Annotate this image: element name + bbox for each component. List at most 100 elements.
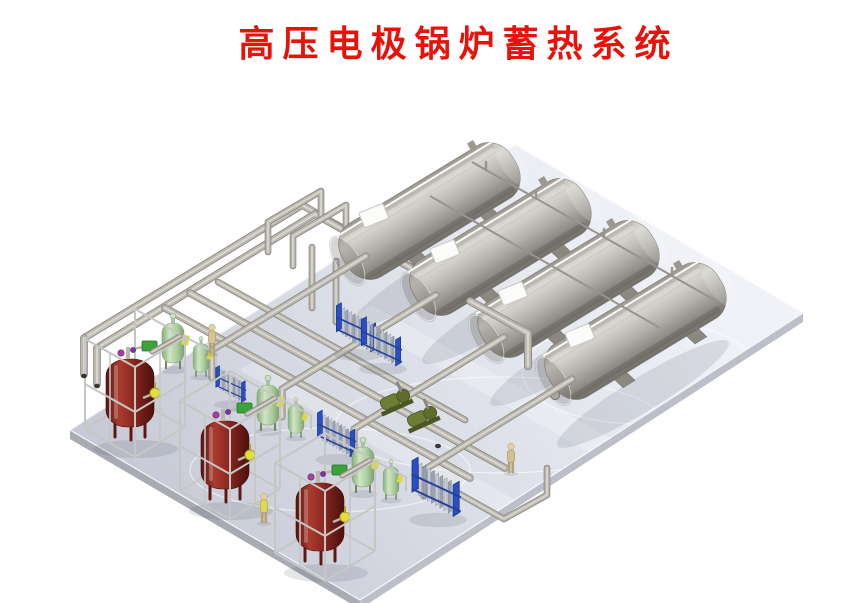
- hx-tie-bar: [316, 434, 357, 454]
- hx-plate: [448, 479, 452, 514]
- tank-manhole: [564, 323, 595, 348]
- hx-plate: [435, 472, 439, 507]
- tank-head-light: [564, 172, 601, 222]
- worker-figure-2: [504, 442, 518, 476]
- rack-pipe-2: [93, 210, 456, 352]
- thin-pipe: [471, 161, 719, 303]
- valve-tag: [301, 412, 309, 421]
- boiler-body: [295, 482, 345, 552]
- top-valve-magenta: [307, 473, 315, 481]
- cage-mid-rail: [274, 505, 376, 537]
- tank-shadow: [557, 340, 729, 448]
- electrode-boiler-2: [200, 402, 256, 504]
- tank-manhole: [497, 281, 528, 306]
- worker-head: [507, 442, 515, 451]
- vessel-body: [382, 466, 400, 496]
- hx-plate: [439, 474, 444, 509]
- hx-plate: [384, 331, 388, 360]
- bay-link-pipe-3: [339, 457, 373, 479]
- bay-link-pipe-1: [149, 333, 183, 355]
- hx-plate: [355, 315, 359, 344]
- hx-plate: [380, 329, 384, 358]
- tank-head-shade: [534, 355, 572, 407]
- tank-head-weld: [468, 314, 505, 364]
- top-valve-magenta: [212, 411, 220, 419]
- tank-head-weld: [329, 236, 366, 286]
- circulation-pump-2: [406, 398, 441, 434]
- hx-frame-plate: [411, 456, 419, 493]
- tank-underside-shade: [435, 222, 586, 316]
- electrode-boiler-bay-1: [84, 308, 217, 458]
- tank-top-nozzle: [538, 176, 549, 188]
- boiler-body: [200, 420, 250, 490]
- vessel-cap: [359, 436, 367, 444]
- platform-side-right: [360, 313, 803, 603]
- top-valve-purple: [130, 347, 136, 353]
- boiler-body: [105, 358, 155, 428]
- hx-frame-plate: [361, 316, 367, 347]
- circulation-pump-1: [379, 381, 414, 417]
- hx-plate: [233, 376, 236, 398]
- hx-tie-bar: [411, 473, 462, 499]
- top-valve-purple: [320, 471, 326, 477]
- worker-figure-1: [205, 323, 219, 357]
- worker-torso: [260, 499, 268, 513]
- tank-body: [477, 220, 660, 358]
- tank-head-shade: [328, 235, 366, 287]
- top-valve-purple: [225, 409, 231, 415]
- tank-body: [409, 178, 592, 316]
- rack-pipe-3: [264, 187, 325, 256]
- hx-tie-bar: [335, 316, 378, 337]
- open-pipe-end: [81, 373, 87, 379]
- tank-underside-shade: [364, 186, 515, 280]
- hx-plate: [431, 470, 435, 504]
- hx-plate: [377, 327, 381, 356]
- cage-mid-rail: [84, 381, 186, 413]
- open-pipe-end: [435, 443, 441, 449]
- worker-head: [208, 323, 216, 332]
- tank-head-light: [699, 256, 736, 306]
- vessel-cap: [388, 459, 394, 464]
- page-title: 高压电极锅炉蓄热系统: [238, 23, 679, 64]
- vessel-nozzle: [171, 316, 175, 324]
- tank-head-light: [632, 214, 669, 264]
- tank-top-nozzle: [467, 140, 478, 152]
- vessel-cap: [293, 397, 299, 402]
- tank-underside-shade: [570, 306, 721, 400]
- front-pipe-8: [465, 296, 533, 371]
- electrode-boiler-3: [295, 464, 351, 566]
- hx-plate: [391, 335, 395, 364]
- hx-plate: [342, 426, 346, 453]
- tank-manhole: [358, 203, 389, 228]
- tank-manhole: [429, 239, 460, 264]
- vessel-nozzle: [294, 399, 298, 406]
- storage-tank-1: [328, 136, 530, 287]
- hx-plate: [373, 325, 377, 354]
- hx-tie-bar: [360, 342, 403, 363]
- hx-frame-plate: [336, 302, 342, 333]
- vessel-body: [287, 404, 305, 434]
- cage-rail-extension: [374, 460, 407, 478]
- hx-plate: [348, 311, 352, 340]
- plate-heat-exchanger-4: [409, 456, 467, 528]
- yellow-valve-actuator: [244, 449, 256, 461]
- yellow-valve-actuator: [339, 511, 351, 523]
- tank-body: [338, 142, 521, 280]
- electrode-boiler-1: [105, 340, 161, 442]
- cage-rail-extension: [279, 398, 312, 416]
- worker-torso: [507, 449, 515, 463]
- hx-tie-bar: [411, 487, 462, 513]
- front-pipe-5: [278, 291, 440, 421]
- thin-pipes: [429, 160, 719, 329]
- tank-head-light: [493, 136, 530, 186]
- tank-head-weld: [535, 356, 572, 406]
- front-pipe-9: [452, 464, 551, 523]
- hx-plate: [345, 309, 349, 338]
- plate-heat-exchanger-2: [359, 316, 407, 375]
- hx-plate: [427, 467, 431, 502]
- vessel-nozzle: [361, 440, 365, 448]
- hx-plate: [422, 465, 427, 499]
- valve-tag: [206, 351, 214, 360]
